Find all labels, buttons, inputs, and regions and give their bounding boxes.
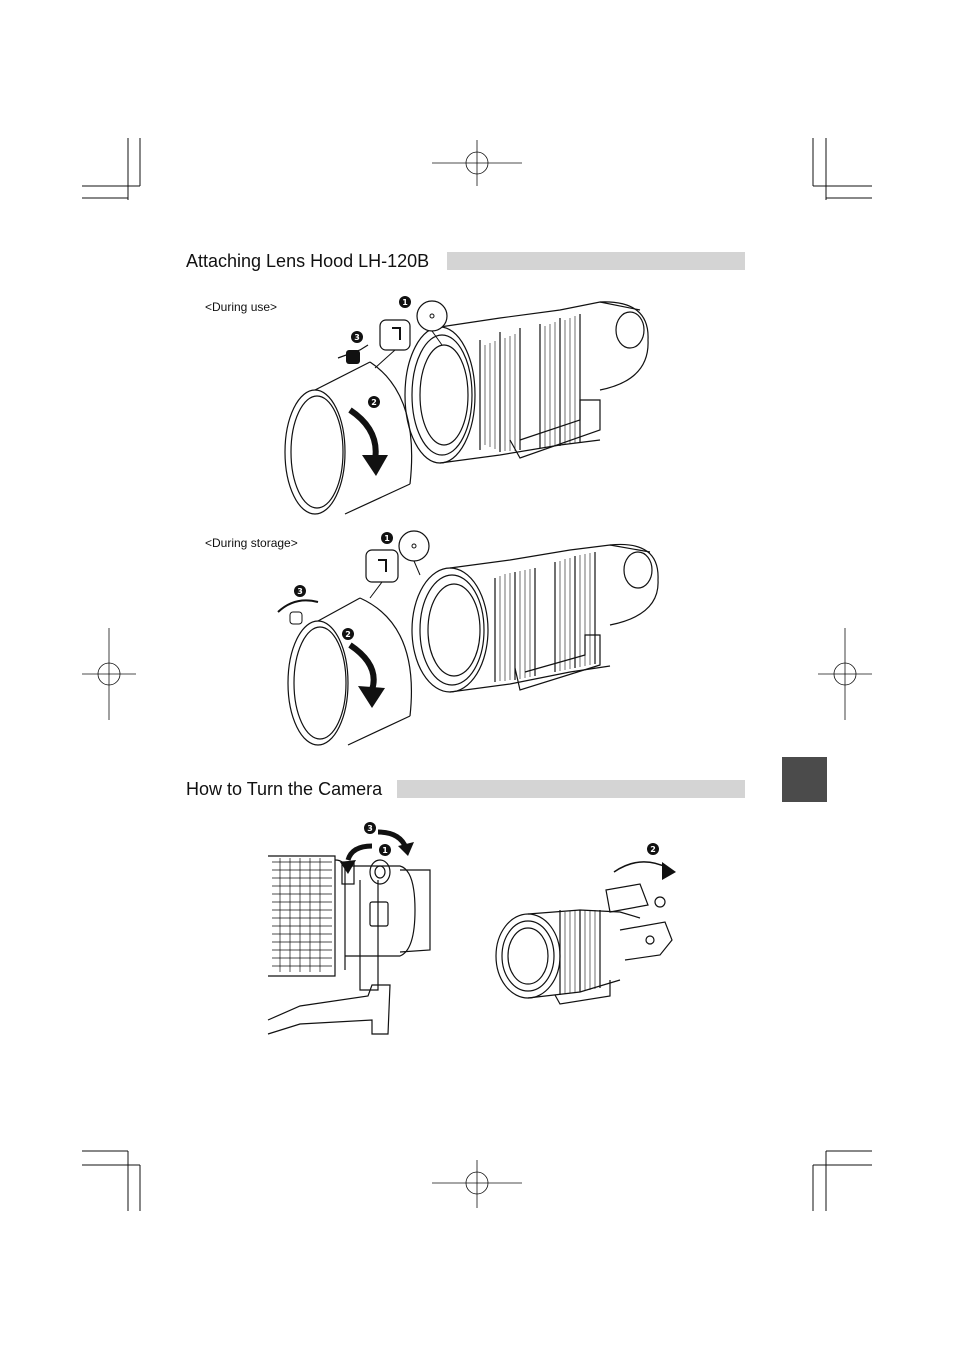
section-title-bar — [447, 252, 745, 270]
svg-text:3: 3 — [354, 333, 360, 342]
step-marker-1: 1 — [379, 844, 391, 856]
step-marker-1: 1 — [399, 296, 411, 308]
svg-text:3: 3 — [367, 824, 373, 833]
step-marker-2: 2 — [342, 628, 354, 640]
step-marker-1: 1 — [381, 532, 393, 544]
caption-during-use: <During use> — [205, 300, 278, 314]
step-marker-2: 2 — [647, 843, 659, 855]
svg-text:2: 2 — [371, 398, 377, 407]
caption-during-storage: <During storage> — [205, 536, 298, 550]
section-thumb-tab — [782, 757, 827, 802]
svg-text:1: 1 — [384, 534, 390, 543]
section-title-camera: How to Turn the Camera — [186, 779, 386, 799]
step-marker-3: 3 — [364, 822, 376, 834]
section-title-hood: Attaching Lens Hood LH-120B — [186, 251, 433, 271]
svg-text:3: 3 — [297, 587, 303, 596]
step-marker-3: 3 — [351, 331, 363, 343]
section-title-bar — [397, 780, 745, 798]
step-marker-2: 2 — [368, 396, 380, 408]
svg-text:2: 2 — [650, 845, 656, 854]
svg-text:1: 1 — [382, 846, 388, 855]
svg-text:1: 1 — [402, 298, 408, 307]
step-marker-3: 3 — [294, 585, 306, 597]
svg-text:2: 2 — [345, 630, 351, 639]
